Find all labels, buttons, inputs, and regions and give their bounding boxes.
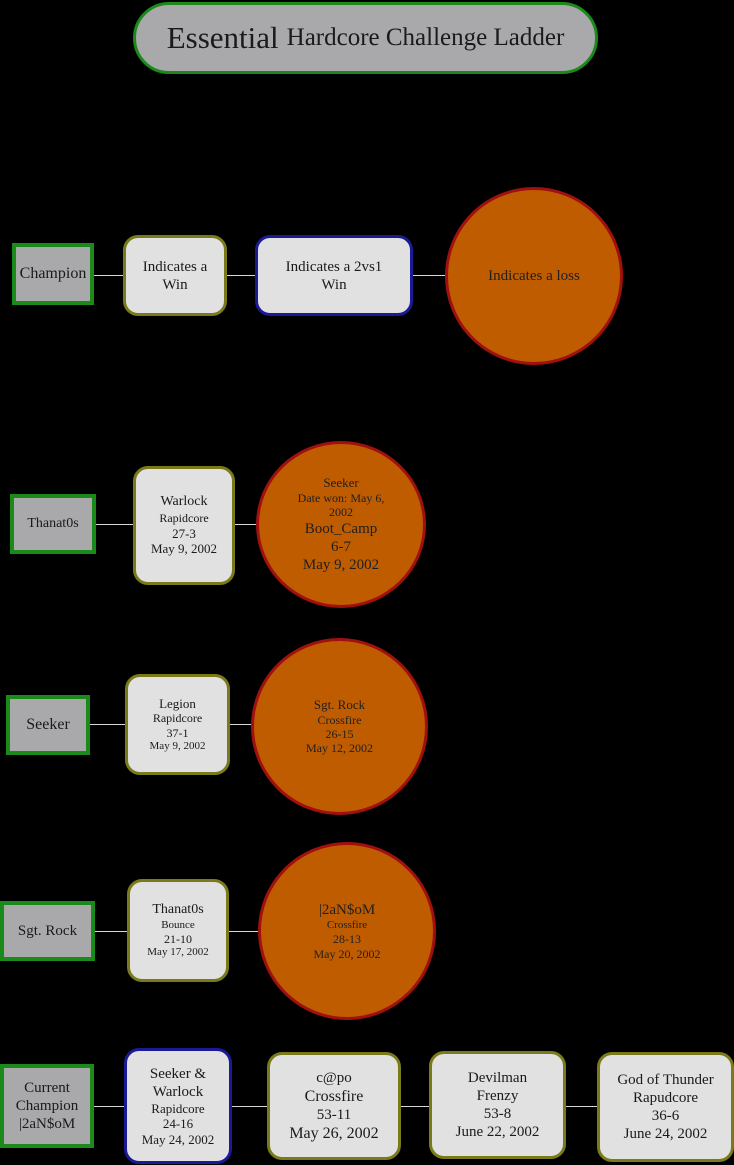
win-box: Thanat0s Bounce 21-10 May 17, 2002: [127, 879, 229, 982]
date-won-year: 2002: [329, 505, 353, 520]
legend-loss-label: Indicates a loss: [488, 268, 580, 284]
match-date: May 12, 2002: [306, 741, 373, 756]
winner-name: Seeker: [323, 475, 359, 491]
opponent-name-2: Warlock: [152, 1083, 204, 1100]
current-label: Current: [24, 1080, 70, 1096]
map-name: Crossfire: [317, 712, 362, 727]
map-name: Frenzy: [476, 1088, 519, 1104]
map-name: Crossfire: [304, 1087, 364, 1105]
win-box: c@po Crossfire 53-11 May 26, 2002: [267, 1052, 401, 1160]
date-won-label: Date won: May 6,: [297, 490, 385, 505]
map-name: Rapudcore: [633, 1090, 698, 1106]
connector-line: [226, 275, 256, 276]
champion-name: Thanat0s: [27, 515, 79, 531]
legend-2vs1-line2: Win: [321, 276, 347, 293]
connector-line: [228, 931, 261, 932]
legend-champion-label: Champion: [19, 265, 87, 283]
connector-line: [229, 724, 253, 725]
match-date: June 22, 2002: [455, 1124, 540, 1140]
opponent-name: Legion: [159, 695, 196, 711]
match-date: May 9, 2002: [302, 556, 380, 573]
loss-circle: Sgt. Rock Crossfire 26-15 May 12, 2002: [251, 638, 428, 815]
ladder-title: Essential Hardcore Challenge Ladder: [133, 2, 598, 74]
champion-name: Sgt. Rock: [17, 923, 78, 939]
win-box: Devilman Frenzy 53-8 June 22, 2002: [429, 1051, 566, 1159]
map-name: Bounce: [161, 918, 195, 931]
connector-line: [93, 275, 125, 276]
map-name: Boot_Camp: [304, 520, 378, 537]
match-date: May 17, 2002: [147, 946, 209, 959]
connector-line: [400, 1106, 432, 1107]
winner-name: Sgt. Rock: [313, 697, 366, 713]
connector-line: [412, 275, 448, 276]
champion-box-sgt-rock: Sgt. Rock: [0, 901, 95, 961]
connector-line: [564, 1106, 599, 1107]
legend-2vs1-line1: Indicates a 2vs1: [285, 258, 383, 275]
opponent-name: c@po: [316, 1069, 352, 1086]
legend-win-box: Indicates a Win: [123, 235, 227, 316]
title-rest: Hardcore Challenge Ladder: [286, 24, 565, 51]
score: 6-7: [331, 538, 351, 555]
opponent-name: Seeker &: [149, 1065, 207, 1082]
champion-box-thanatos: Thanat0s: [10, 494, 96, 554]
match-date: May 9, 2002: [150, 541, 218, 557]
score: 37-1: [166, 725, 189, 740]
legend-win-line2: Win: [162, 276, 188, 293]
champion-label: Champion: [15, 1098, 79, 1114]
champion-name: Seeker: [26, 716, 70, 734]
connector-line: [95, 524, 135, 525]
map-name: Rapidcore: [151, 1100, 205, 1116]
connector-line: [94, 931, 129, 932]
map-name: Rapidcore: [159, 511, 209, 526]
connector-line: [231, 1106, 269, 1107]
score: 36-6: [651, 1108, 680, 1124]
current-champion-box: Current Champion |2aN$oM: [0, 1064, 94, 1148]
win-box: Warlock Rapidcore 27-3 May 9, 2002: [133, 466, 235, 585]
score: 28-13: [333, 932, 361, 947]
opponent-name: Warlock: [160, 494, 208, 510]
score: 53-11: [316, 1107, 352, 1123]
title-main: Essential: [166, 20, 279, 55]
match-date: May 9, 2002: [149, 740, 206, 753]
win-box: Legion Rapidcore 37-1 May 9, 2002: [125, 674, 230, 775]
score: 26-15: [325, 727, 354, 742]
match-date: June 24, 2002: [623, 1126, 708, 1142]
legend-loss-circle: Indicates a loss: [445, 187, 623, 365]
win-2vs1-box: Seeker & Warlock Rapidcore 24-16 May 24,…: [124, 1048, 232, 1164]
opponent-name: Devilman: [467, 1070, 528, 1086]
connector-line: [93, 1106, 126, 1107]
legend-champion-box: Champion: [12, 243, 94, 305]
opponent-name: Thanat0s: [152, 901, 204, 917]
match-date: May 20, 2002: [313, 946, 381, 961]
connector-line: [89, 724, 127, 725]
map-name: Crossfire: [326, 919, 368, 932]
score: 24-16: [162, 1116, 194, 1132]
score: 53-8: [483, 1106, 512, 1122]
loss-circle: Seeker Date won: May 6, 2002 Boot_Camp 6…: [256, 441, 426, 608]
map-name: Rapidcore: [152, 711, 203, 726]
opponent-name: God of Thunder: [617, 1072, 714, 1088]
win-box: God of Thunder Rapudcore 36-6 June 24, 2…: [597, 1052, 734, 1162]
champion-box-seeker: Seeker: [6, 695, 90, 755]
legend-win-line1: Indicates a: [142, 258, 208, 275]
loss-circle: |2aN$oM Crossfire 28-13 May 20, 2002: [258, 842, 436, 1020]
match-date: May 26, 2002: [289, 1125, 379, 1142]
match-date: May 24, 2002: [141, 1131, 215, 1147]
score: 27-3: [172, 525, 196, 541]
winner-name: |2aN$oM: [318, 902, 376, 919]
champion-name: |2aN$oM: [18, 1116, 76, 1132]
score: 21-10: [164, 931, 192, 946]
connector-line: [234, 524, 259, 525]
legend-2vs1-box: Indicates a 2vs1 Win: [255, 235, 413, 316]
